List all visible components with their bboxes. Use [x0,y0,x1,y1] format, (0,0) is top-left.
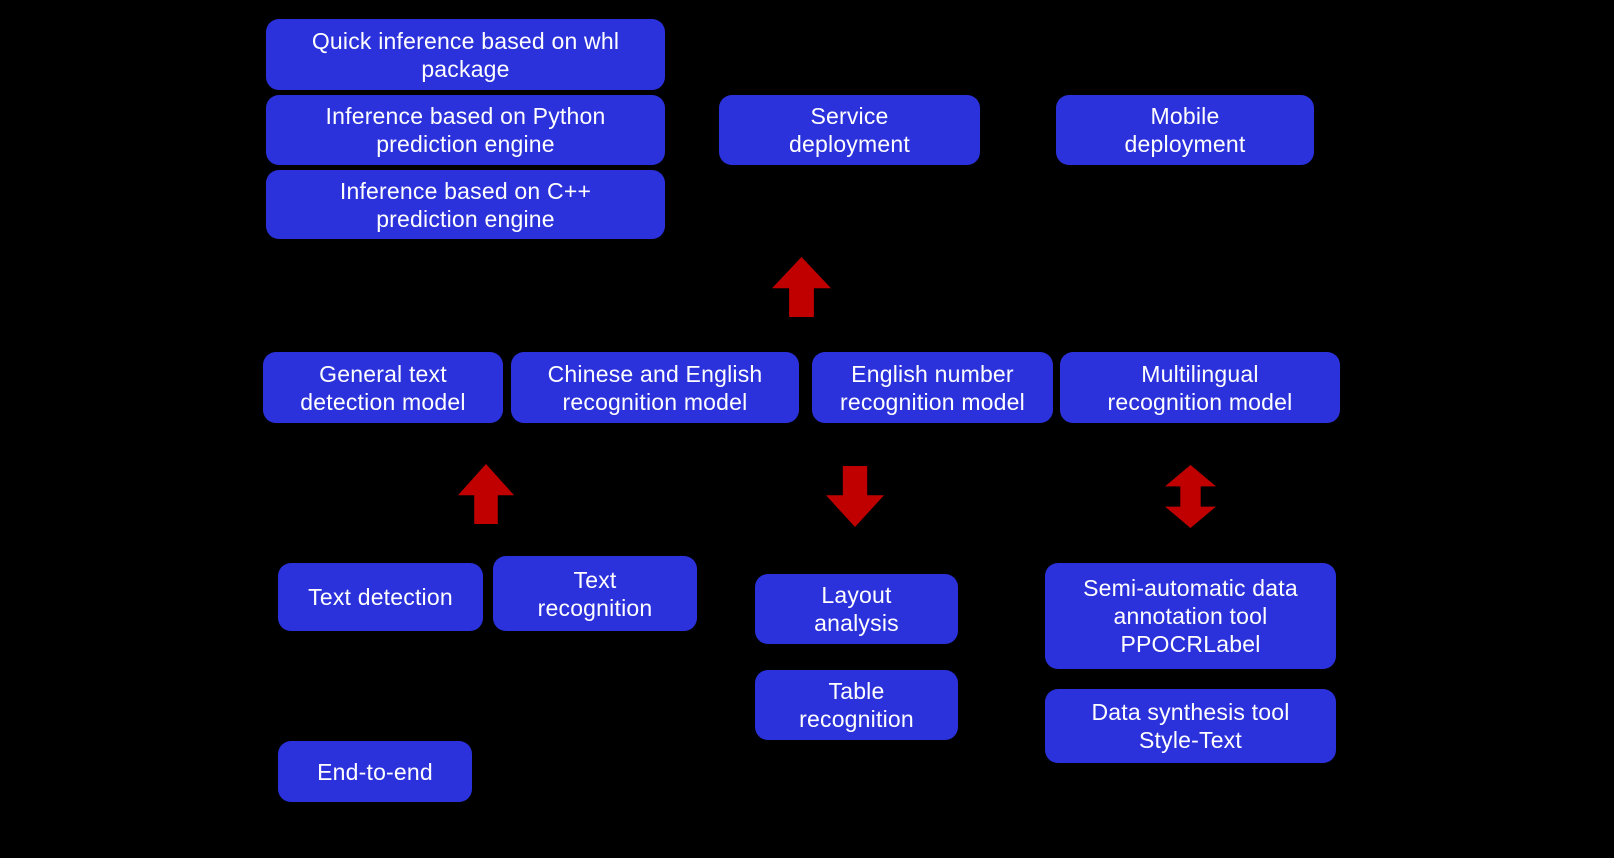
box-label: English number recognition model [840,360,1025,415]
box-label: Text detection [308,584,453,610]
box-text-recognition: Text recognition [493,556,697,631]
box-label: Mobile deployment [1124,103,1246,157]
box-ppocrlabel: Semi-automatic data annotation tool PPOC… [1045,563,1336,669]
box-label: Text recognition [537,566,653,621]
box-inference-cpp: Inference based on C++ prediction engine [266,170,665,239]
box-quick-inference-whl: Quick inference based on whl package [266,19,665,90]
up-arrow-icon [772,257,831,317]
box-layout-analysis: Layout analysis [755,574,958,644]
box-general-text-detection-model: General text detection model [263,352,503,423]
box-table-recognition: Table recognition [755,670,958,740]
box-chinese-english-recognition-model: Chinese and English recognition model [511,352,799,423]
box-label: End-to-end [317,758,433,785]
up-arrow-icon [458,464,514,524]
box-mobile-deployment: Mobile deployment [1056,95,1314,165]
box-label: Semi-automatic data annotation tool PPOC… [1083,575,1298,657]
up-down-arrow-icon [1165,465,1216,528]
box-english-number-recognition-model: English number recognition model [812,352,1053,423]
box-label: Data synthesis tool Style-Text [1091,699,1290,753]
box-label: Chinese and English recognition model [547,360,763,415]
box-inference-python: Inference based on Python prediction eng… [266,95,665,165]
box-label: Inference based on Python prediction eng… [325,103,606,157]
box-style-text: Data synthesis tool Style-Text [1045,689,1336,763]
box-label: General text detection model [300,360,466,415]
down-arrow-icon [826,466,884,527]
box-label: Multilingual recognition model [1107,360,1293,415]
box-multilingual-recognition-model: Multilingual recognition model [1060,352,1340,423]
box-label: Layout analysis [814,582,899,636]
box-label: Quick inference based on whl package [311,27,620,82]
box-service-deployment: Service deployment [719,95,980,165]
box-label: Service deployment [789,103,910,157]
box-label: Table recognition [799,678,914,732]
box-label: Inference based on C++ prediction engine [339,177,592,232]
box-end-to-end: End-to-end [278,741,472,802]
box-text-detection: Text detection [278,563,483,631]
